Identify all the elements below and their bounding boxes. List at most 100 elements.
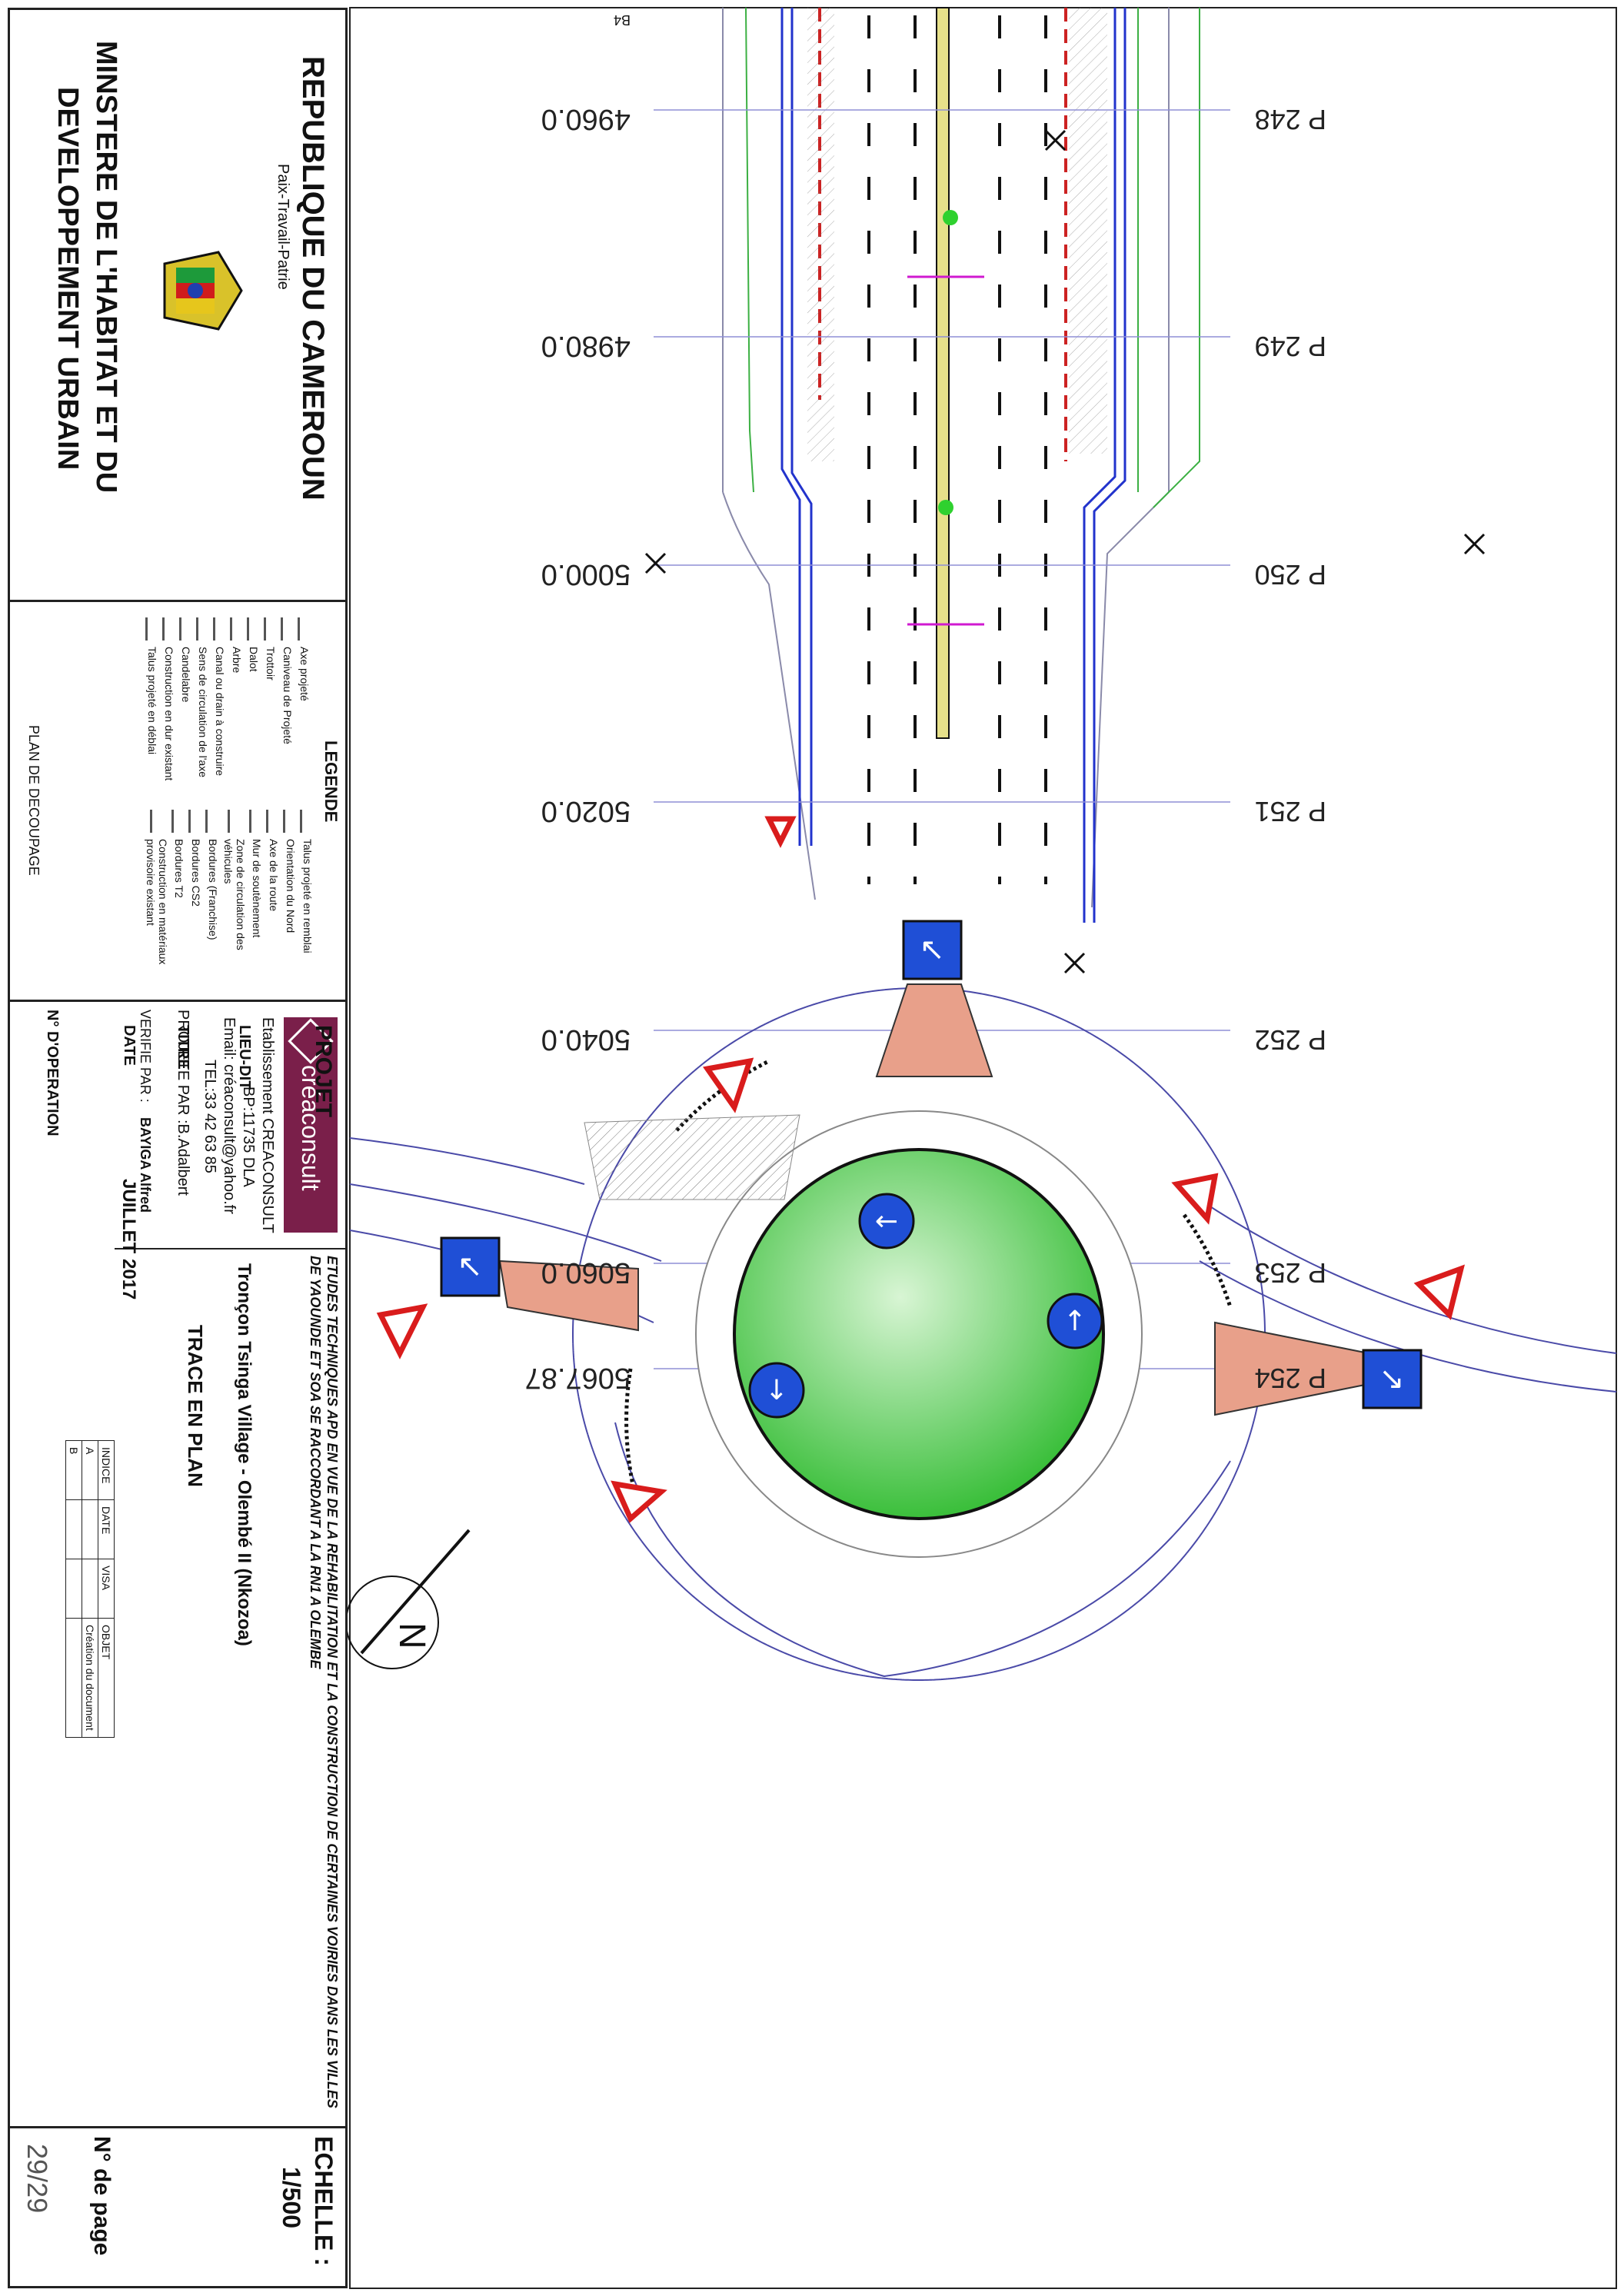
roundabout-direction-sign: ←	[858, 1193, 915, 1249]
legend-item: Orientation du Nord	[283, 810, 298, 987]
header-section: REPUBLIQUE DU CAMEROUN Paix-Travail-Patr…	[10, 10, 345, 602]
revision-cell: Création du document	[82, 1618, 98, 1738]
chainage-label: 5040.0	[541, 1023, 631, 1056]
legend-item: Caniveau de Projeté	[281, 617, 295, 794]
legend-item: Bordures T2	[171, 810, 187, 987]
keep-right-sign: ↖	[902, 920, 963, 980]
keep-right-sign: ↘	[1362, 1349, 1423, 1409]
road-axis-icon	[266, 810, 281, 833]
coat-of-arms-icon	[141, 233, 257, 348]
chainage-label: 4960.0	[541, 103, 631, 135]
roundabout-direction-sign: ↑	[1047, 1293, 1103, 1349]
profile-label: P 254	[1255, 1363, 1326, 1394]
chainage-label: 5067.87	[525, 1362, 631, 1394]
legend-item: Axe projeté	[298, 617, 312, 794]
traffic-direction-icon	[196, 617, 211, 641]
temporary-building-icon	[150, 810, 165, 833]
profile-label: P 251	[1255, 796, 1326, 827]
revision-cell: OBJET	[98, 1618, 115, 1738]
chainage-label: 4980.0	[541, 330, 631, 362]
operation-label: N° D'OPERATION	[44, 1010, 61, 1136]
legend-item: Trottoir	[264, 617, 278, 794]
drawing-frame	[349, 7, 1617, 2289]
lieu-dit-label: LIEU-DIT	[236, 1025, 253, 1090]
legend-item: Construction en dur existant	[162, 617, 177, 794]
roundabout-direction-sign: ↓	[748, 1362, 805, 1419]
revision-cell: VISA	[98, 1559, 115, 1619]
corner-tag: B4	[614, 12, 631, 28]
svg-text:↖: ↖	[457, 1249, 483, 1284]
red-dash-axis-icon	[298, 617, 312, 641]
revision-cell: B	[65, 1440, 82, 1500]
retaining-wall-icon	[249, 810, 265, 833]
slope-lines	[745, 7, 1200, 508]
green-cut-slope-icon	[145, 617, 160, 641]
hatched-building-icon	[162, 617, 177, 641]
ministry-line2: DEVELOPPEMENT URBAIN	[52, 87, 84, 471]
chainage-label: 5060.0	[541, 1256, 631, 1289]
verge-right	[1069, 8, 1107, 454]
legend-item: Dalot	[247, 617, 261, 794]
lane-markings	[867, 15, 1047, 884]
culvert-icon	[247, 617, 261, 641]
kerb-cs2-icon	[188, 810, 204, 833]
legend-title: LEGENDE	[321, 740, 341, 823]
lieu-dit-value: Tronçon Tsinga Village - Olembé II (Nkoz…	[234, 1263, 255, 1646]
yield-sign	[376, 816, 1465, 1523]
projet-value: ETUDES TECHNIQUES APD EN VUE DE LA REHAB…	[308, 1256, 340, 2108]
svg-text:↖: ↖	[919, 932, 945, 967]
svg-text:↓: ↓	[765, 1375, 788, 1406]
date-label: DATE	[121, 1025, 138, 1066]
revision-cell	[65, 1499, 82, 1559]
north-arrow-icon: N	[345, 1529, 471, 1669]
legend-item: Sens de circulation de l'axe	[196, 617, 211, 794]
labels-column	[10, 1002, 115, 1248]
central-median	[936, 7, 950, 739]
legend-item: Mur de soutènement	[249, 810, 265, 987]
legend-item: Talus projeté en déblai	[145, 617, 160, 794]
titre-label: TITRE	[175, 1025, 191, 1070]
hatched-sidewalk-icon	[264, 617, 278, 641]
legend-item: Canal ou drain à construire	[213, 617, 228, 794]
projet-label: PROJET	[311, 1025, 336, 1118]
lamp-post-icon	[907, 275, 984, 626]
verifie-par-label: VERIFIE PAR :	[138, 1010, 153, 1103]
company-name: Etablissement CREACONSULT	[259, 1017, 276, 1233]
motto: Paix-Travail-Patrie	[275, 164, 291, 290]
legend-item: Axe de la route	[266, 810, 281, 987]
traffic-island-north	[875, 983, 993, 1077]
traffic-island-west	[498, 1259, 639, 1332]
company-tel: TEL:33 42 63 85	[201, 1060, 218, 1173]
verge-left	[807, 8, 834, 461]
revision-cell	[82, 1499, 98, 1559]
page-value: 29/29	[22, 2144, 53, 2214]
profile-label: P 248	[1255, 104, 1326, 135]
plan-decoupage: PLAN DE DECOUPAGE	[26, 725, 42, 876]
scale-section: ECHELLE : 1/500 N° de page 29/29	[10, 2128, 345, 2286]
revision-cell: INDICE	[98, 1440, 115, 1500]
project-section: créaconsult Etablissement CREACONSULT BP…	[10, 1002, 345, 2128]
titre-value: TRACE EN PLAN	[184, 1325, 207, 1487]
revision-cell	[65, 1559, 82, 1619]
profile-label: P 253	[1255, 1257, 1326, 1289]
tree-icon	[938, 210, 958, 515]
legend-item: Zone de circulation des véhicules	[223, 810, 248, 987]
svg-text:↑: ↑	[1063, 1306, 1087, 1337]
company-bp: BP:11735 DLA	[240, 1086, 257, 1187]
svg-text:←: ←	[875, 1206, 898, 1237]
republic-title: REPUBLIQUE DU CAMEROUN	[296, 56, 330, 501]
revision-cell: A	[82, 1440, 98, 1500]
profile-label: P 250	[1255, 559, 1326, 591]
north-arrow-small-icon	[283, 810, 298, 833]
chainage-label: 5000.0	[541, 558, 631, 591]
revision-cell: DATE	[98, 1499, 115, 1559]
date-value: JUILLET 2017	[118, 1179, 139, 1300]
keep-right-sign: ↖	[440, 1236, 501, 1297]
legend-item: Construction en matériaux provisoire exi…	[145, 810, 170, 987]
legend-item: Arbre	[230, 617, 245, 794]
lamp-post-icon	[179, 617, 194, 641]
kerb-t2-icon	[205, 810, 221, 833]
